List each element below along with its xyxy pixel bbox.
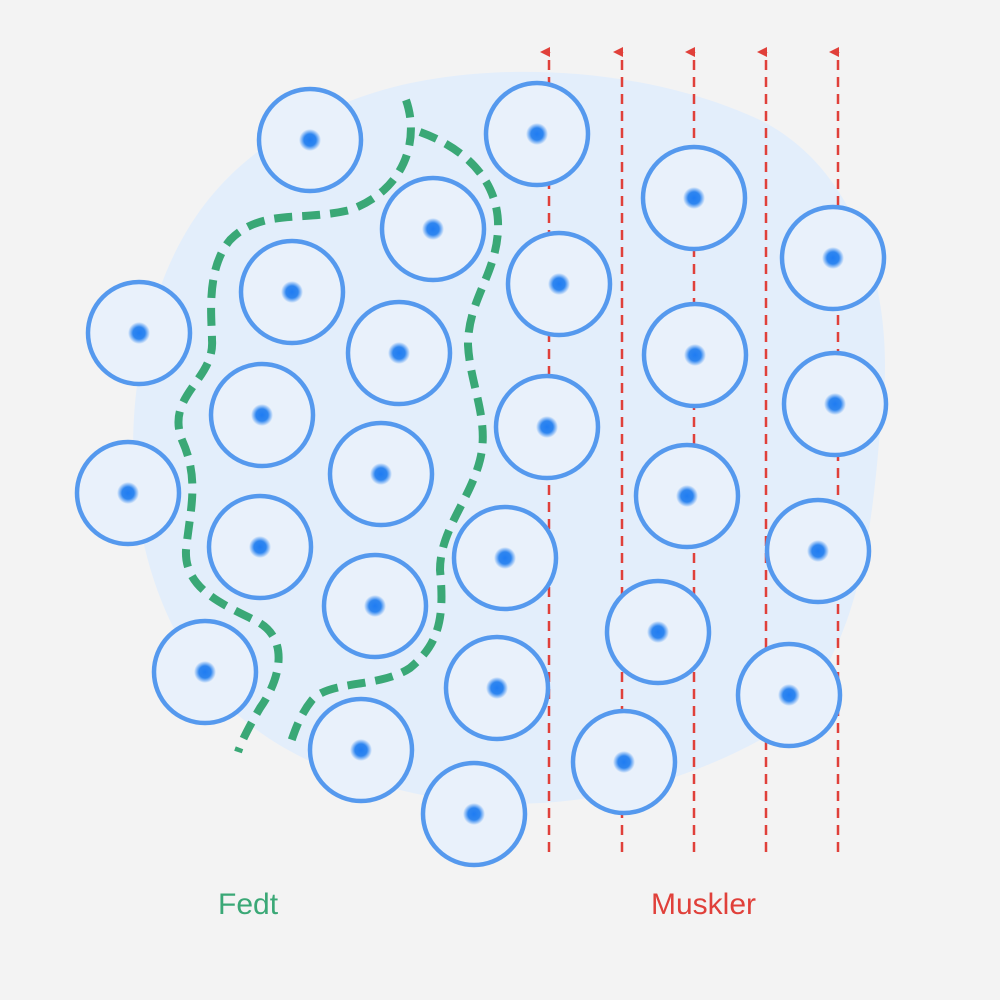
- cell: [321, 552, 429, 660]
- cell: [641, 301, 749, 409]
- cell-nucleus: [822, 247, 844, 269]
- cell-nucleus: [676, 485, 698, 507]
- cell-nucleus: [463, 803, 485, 825]
- cell: [640, 144, 748, 252]
- cell-nucleus: [251, 404, 273, 426]
- cell: [327, 420, 435, 528]
- cell-nucleus: [388, 342, 410, 364]
- cell-nucleus: [117, 482, 139, 504]
- cell-nucleus: [281, 281, 303, 303]
- cell-nucleus: [548, 273, 570, 295]
- muscle-label: Muskler: [651, 888, 757, 921]
- cells: [74, 80, 889, 868]
- cell: [256, 86, 364, 194]
- cell: [206, 493, 314, 601]
- cell-nucleus: [128, 322, 150, 344]
- cell-nucleus: [486, 677, 508, 699]
- cell: [764, 497, 872, 605]
- cell-nucleus: [824, 393, 846, 415]
- cell-nucleus: [422, 218, 444, 240]
- cell: [451, 504, 559, 612]
- cell: [443, 634, 551, 742]
- cell: [420, 760, 528, 868]
- cell: [781, 350, 889, 458]
- cell: [505, 230, 613, 338]
- cell-nucleus: [807, 540, 829, 562]
- cell: [735, 641, 843, 749]
- cell: [238, 238, 346, 346]
- cell-nucleus: [778, 684, 800, 706]
- cell: [74, 439, 182, 547]
- cell: [208, 361, 316, 469]
- fat-label: Fedt: [218, 888, 279, 921]
- cell-nucleus: [249, 536, 271, 558]
- cell-nucleus: [350, 739, 372, 761]
- cell-nucleus: [370, 463, 392, 485]
- cell: [604, 578, 712, 686]
- cell-nucleus: [299, 129, 321, 151]
- cell-nucleus: [494, 547, 516, 569]
- cell-nucleus: [536, 416, 558, 438]
- cell-nucleus: [364, 595, 386, 617]
- cell: [151, 618, 259, 726]
- cell-nucleus: [647, 621, 669, 643]
- cell: [483, 80, 591, 188]
- cell-nucleus: [683, 187, 705, 209]
- cell: [379, 175, 487, 283]
- cell: [633, 442, 741, 550]
- cell: [345, 299, 453, 407]
- cell: [307, 696, 415, 804]
- cell: [85, 279, 193, 387]
- cell-nucleus: [194, 661, 216, 683]
- fat-boundary-line: [286, 128, 503, 747]
- cell: [493, 373, 601, 481]
- cell-nucleus: [613, 751, 635, 773]
- fat-boundary-line: [174, 98, 415, 754]
- cell: [570, 708, 678, 816]
- cell: [779, 204, 887, 312]
- cell-nucleus: [526, 123, 548, 145]
- cell-nucleus: [684, 344, 706, 366]
